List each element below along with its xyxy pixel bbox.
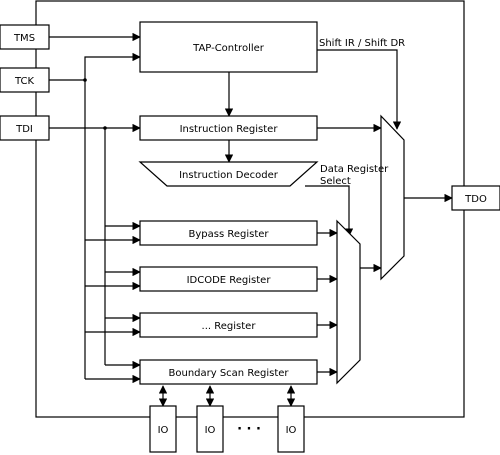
shift-select-wire [317,49,402,130]
idcode-register-block: IDCODE Register [139,266,318,292]
io-pad-1: IO [149,405,177,453]
tms-label: TMS [13,33,35,44]
instruction-register-label: Instruction Register [180,124,279,135]
data-register-mux [336,219,361,385]
tdo-pin: TDO [451,185,500,211]
data-register-select-line2: Select [320,176,351,187]
io-pad-1-label: IO [158,425,169,436]
dr-select-wire [305,185,354,237]
tdi-pin: TDI [0,115,50,141]
bypass-register-block: Bypass Register [139,220,318,246]
instruction-decoder-label: Instruction Decoder [179,170,279,181]
tdi-label: TDI [15,124,33,135]
boundary-scan-register-block: Boundary Scan Register [139,359,318,385]
tms-pin: TMS [0,24,50,50]
tck-pin: TCK [0,67,50,93]
tdo-label: TDO [464,194,487,205]
tck-wire-to-tap [49,52,141,81]
io-pad-2-label: IO [205,425,216,436]
io-pad-3: IO [277,405,305,453]
instruction-register-block: Instruction Register [139,115,318,141]
tap-controller-label: TAP-Controller [192,43,265,54]
bypass-register-label: Bypass Register [188,229,269,240]
io-pad-3-label: IO [286,425,297,436]
shift-ir-dr-label: Shift IR / Shift DR [319,38,405,49]
tck-junction [83,78,87,82]
instruction-decoder-block: Instruction Decoder [138,161,319,187]
other-register-block: ... Register [139,312,318,338]
tck-label: TCK [14,76,35,87]
idcode-register-label: IDCODE Register [187,275,272,286]
io-pad-2: IO [196,405,224,453]
io-ellipsis: · · · [237,422,261,437]
tdi-junction [103,126,107,130]
tap-controller-block: TAP-Controller [139,21,318,73]
boundary-scan-register-label: Boundary Scan Register [169,368,290,379]
data-register-select-line1: Data Register [320,164,389,175]
other-register-label: ... Register [202,321,257,332]
output-mux [380,114,405,281]
